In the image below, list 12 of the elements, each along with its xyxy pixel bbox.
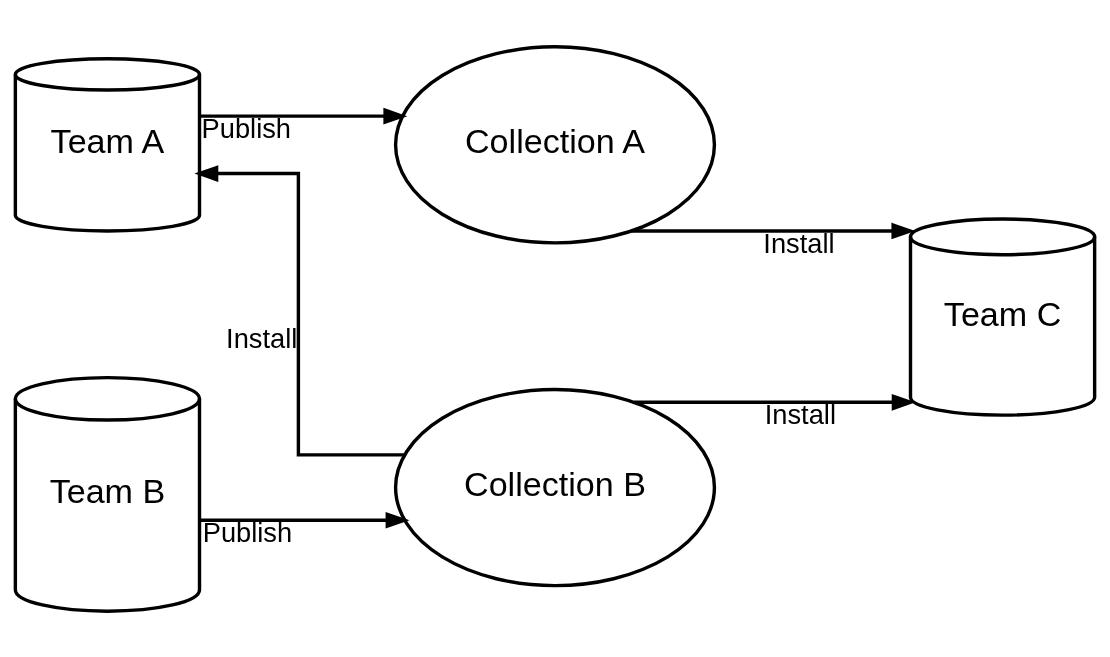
node-ellipse: Collection B — [393, 387, 717, 587]
arrow — [194, 164, 405, 457]
edge-label: Install — [763, 227, 835, 259]
edge-label: Publish — [201, 112, 292, 144]
edge-label: Install — [226, 322, 298, 354]
arrow — [634, 393, 916, 411]
arrow — [631, 222, 916, 239]
edge-label: Publish — [202, 516, 293, 548]
node-ellipse: Collection A — [393, 44, 717, 245]
arrow — [199, 511, 410, 529]
arrow — [199, 107, 408, 125]
edge-label: Install — [764, 398, 836, 430]
